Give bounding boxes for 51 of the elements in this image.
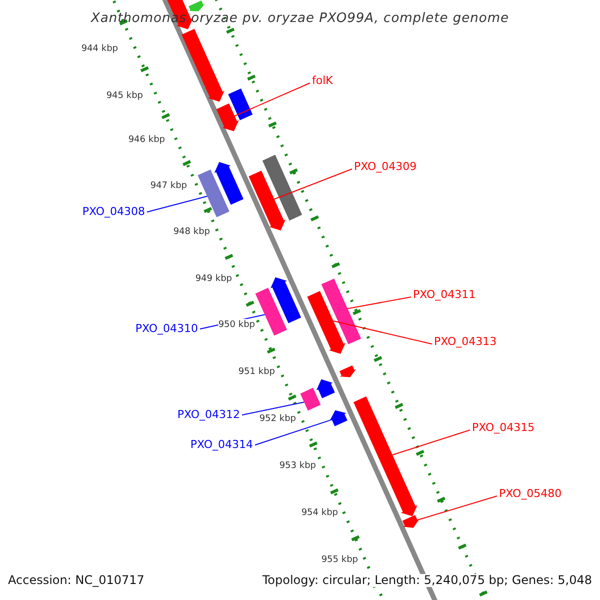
gene-block xyxy=(307,291,346,354)
gene-label: folK xyxy=(312,74,333,87)
leader-line xyxy=(347,296,412,310)
gene-label: PXO_04313 xyxy=(434,335,497,348)
gene-block xyxy=(340,365,356,378)
scale-label: 949 kbp xyxy=(195,273,232,286)
leader-line xyxy=(254,419,332,446)
gene-block xyxy=(228,88,253,120)
gene-label: PXO_05480 xyxy=(499,487,562,500)
scale-label: 945 kbp xyxy=(106,90,143,103)
genome-info-text: Topology: circular; Length: 5,240,075 bp; Genes: 5,048 xyxy=(262,574,592,587)
leader-line xyxy=(392,430,470,456)
gene-label: PXO_04310 xyxy=(135,322,198,335)
gene-block xyxy=(198,170,230,218)
gene-block xyxy=(216,103,239,132)
gene-label: PXO_04309 xyxy=(354,160,417,173)
leader-line xyxy=(274,168,352,200)
leader-line xyxy=(234,82,310,116)
gene-block xyxy=(321,278,362,344)
leader-line xyxy=(146,196,208,212)
leader-line xyxy=(332,320,432,344)
gene-block xyxy=(188,0,205,12)
scale-label: 944 kbp xyxy=(81,43,118,56)
accession-text: Accession: NC_010717 xyxy=(8,574,144,587)
scale-label: 955 kbp xyxy=(321,554,358,567)
scale-label: 950 kbp xyxy=(218,319,255,332)
gene-block xyxy=(182,28,224,102)
scale-label: 951 kbp xyxy=(238,366,275,379)
gene-label: PXO_04315 xyxy=(472,421,535,434)
gene-block xyxy=(300,388,321,411)
scale-label: 948 kbp xyxy=(173,226,210,239)
scale-label: 953 kbp xyxy=(279,460,316,473)
gene-block xyxy=(316,379,335,398)
gene-block xyxy=(330,410,348,426)
gene-label: PXO_04308 xyxy=(82,205,145,218)
gene-block xyxy=(214,162,244,205)
scale-label: 946 kbp xyxy=(128,134,165,147)
gene-label: PXO_04314 xyxy=(190,438,253,451)
gene-block xyxy=(248,170,286,230)
gene-block xyxy=(262,154,302,221)
scale-label: 947 kbp xyxy=(150,180,187,193)
gene-block xyxy=(270,277,302,324)
gene-block xyxy=(354,396,418,516)
gene-block xyxy=(402,515,420,528)
scale-label: 952 kbp xyxy=(259,413,296,426)
leader-line xyxy=(242,402,305,416)
gene-label: PXO_04311 xyxy=(413,288,476,301)
gene-block xyxy=(255,288,287,336)
leader-line xyxy=(416,496,498,521)
scale-label: 954 kbp xyxy=(301,507,338,520)
gene-label: PXO_04312 xyxy=(177,408,240,421)
